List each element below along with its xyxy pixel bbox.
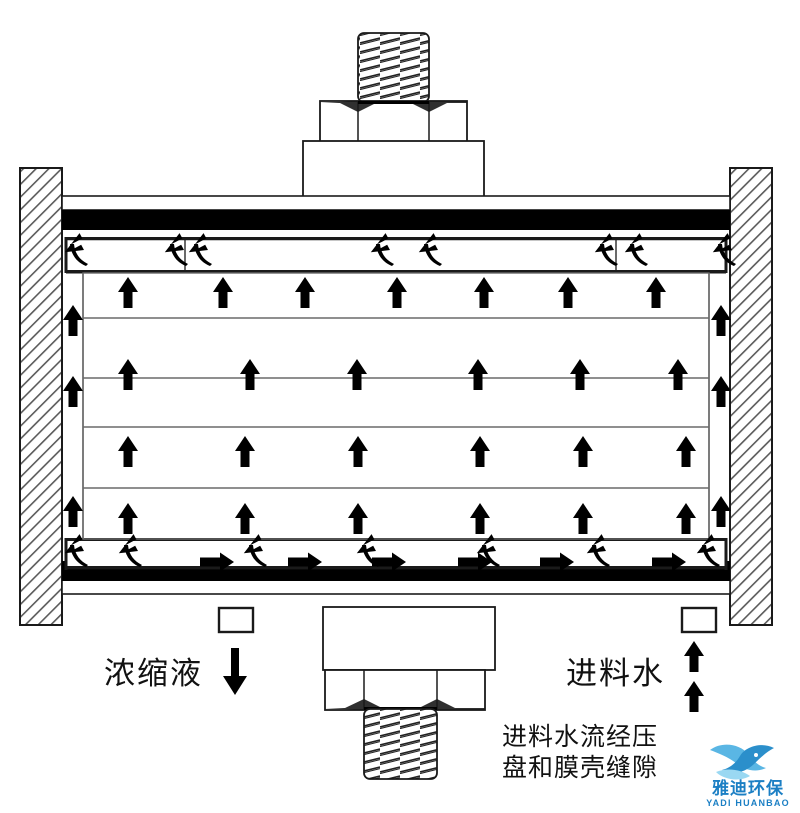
flow-note-line-1: 进料水流经压 <box>502 723 659 751</box>
feed-port <box>680 606 718 634</box>
flow-arrows-row-3 <box>118 436 696 467</box>
left-end-plate <box>19 167 63 626</box>
flow-arrows-row-2 <box>118 359 688 390</box>
logo-company-en: YADI HUANBAO <box>706 798 790 808</box>
left-gap-channel-arrows <box>63 305 83 527</box>
bottom-collection-channel <box>64 538 728 570</box>
logo-company-cn: 雅迪环保 <box>712 779 784 798</box>
membrane-stack <box>82 272 710 540</box>
top-seal-bar <box>62 210 730 230</box>
concentrate-label: 浓缩液 <box>104 656 203 692</box>
top-threaded-nipple <box>357 32 430 103</box>
flow-arrows-row-1 <box>118 277 666 308</box>
feed-water-label: 进料水 <box>566 656 665 692</box>
dolphin-icon <box>710 742 774 786</box>
flow-arrows-row-4 <box>118 503 696 534</box>
concentrate-outlet-arrow <box>223 648 247 695</box>
top-distribution-channel <box>64 237 728 274</box>
logo-text-block: 雅迪环保 YADI HUANBAO <box>699 780 797 809</box>
top-hex-nut <box>319 100 468 143</box>
concentrate-port <box>217 606 255 634</box>
right-gap-channel-arrows <box>711 305 731 527</box>
bottom-threaded-nipple <box>363 708 438 780</box>
feed-inlet-arrows <box>684 641 704 712</box>
bottom-hex-nut <box>324 669 486 711</box>
bottom-collar <box>322 606 496 671</box>
flow-note: 进料水流经压 盘和膜壳缝隙 <box>502 722 658 784</box>
flow-note-line-2: 盘和膜壳缝隙 <box>502 754 659 782</box>
right-end-plate <box>729 167 773 626</box>
top-collar <box>302 140 485 202</box>
